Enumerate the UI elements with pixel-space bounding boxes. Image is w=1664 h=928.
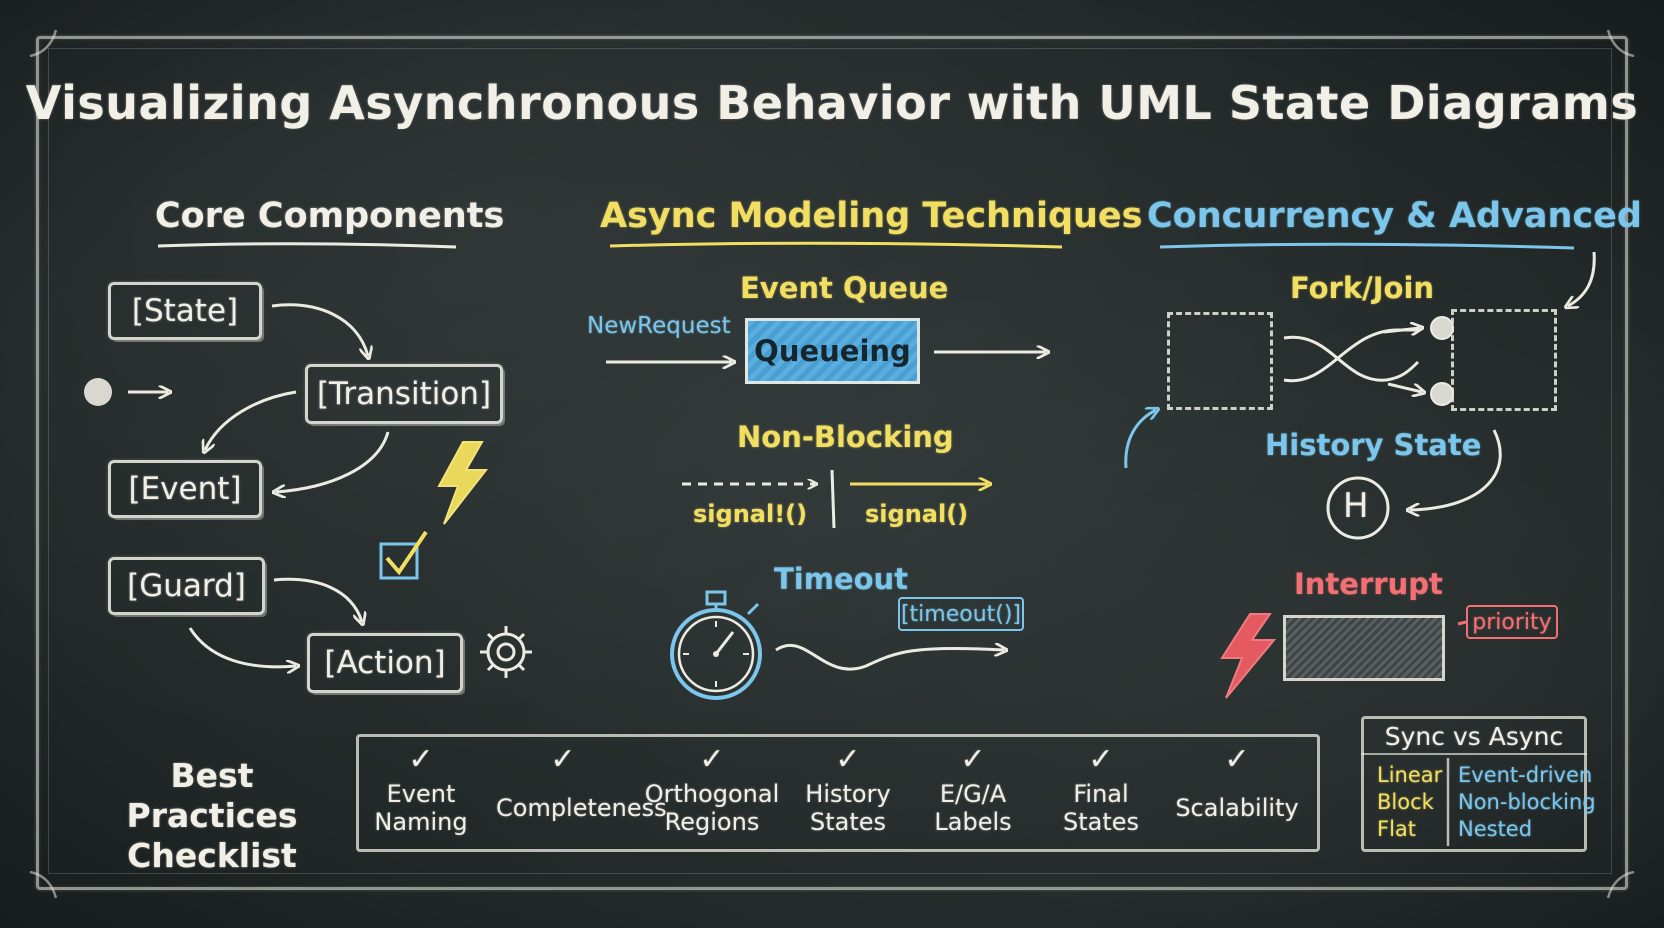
sync-item: Block	[1377, 790, 1434, 814]
corner-curve-arrow	[1568, 251, 1596, 306]
queueing-box: Queueing	[745, 318, 920, 384]
async-item: Non-blocking	[1458, 790, 1596, 814]
async-column: Event-driven Non-blocking Nested	[1458, 762, 1596, 843]
async-item: Event-driven	[1458, 763, 1593, 787]
corner-flourishes	[29, 29, 1635, 899]
history-h-symbol: H	[1343, 486, 1369, 526]
event-box: [Event]	[108, 460, 262, 518]
lightning-icon	[437, 441, 489, 525]
checklist-item: ✓ E/G/A Labels	[903, 740, 1043, 836]
async-heading-underline	[609, 241, 1063, 249]
transition-to-event-arrow-1	[205, 390, 297, 450]
fork-node-bottom	[1430, 382, 1454, 406]
checklist-item-label: Final States	[1062, 780, 1140, 836]
event-queue-label: Event Queue	[740, 271, 949, 305]
corner-flourish	[1606, 29, 1635, 58]
guard-to-action-arrow-2	[188, 627, 296, 667]
fork-node-top	[1430, 316, 1454, 340]
history-return-arrow	[1410, 429, 1502, 510]
gear-icon	[480, 626, 532, 678]
chalk-frame-inner	[48, 48, 1612, 874]
fork-line-1	[1283, 335, 1420, 382]
history-state-label: History State	[1265, 428, 1482, 462]
transition-to-event-arrow-2	[276, 431, 390, 492]
check-icon: ✓	[1224, 742, 1250, 777]
checkbox-icon	[379, 542, 419, 580]
checklist-item: ✓ Scalability	[1167, 740, 1307, 822]
sync-item: Flat	[1377, 817, 1417, 841]
interrupt-region	[1283, 615, 1445, 681]
sync-item: Linear	[1377, 763, 1443, 787]
history-state-circle	[1326, 476, 1390, 540]
corner-flourish	[29, 29, 58, 58]
guard-to-action-arrow-1	[273, 577, 362, 622]
check-icon: ✓	[960, 742, 986, 777]
timeout-arrow	[775, 645, 1004, 671]
page-title: Visualizing Asynchronous Behavior with U…	[25, 76, 1639, 130]
state-box: [State]	[108, 282, 262, 340]
new-request-label: NewRequest	[587, 313, 731, 339]
corner-flourish	[1606, 870, 1635, 899]
core-heading-underline	[157, 242, 457, 249]
checklist-heading: Best Practices Checklist	[126, 756, 298, 875]
check-icon: ✓	[550, 742, 576, 777]
fork-region-left	[1167, 312, 1273, 410]
chalk-frame	[36, 36, 1628, 890]
concurrency-heading: Concurrency & Advanced	[1147, 196, 1642, 236]
checklist-item-label: E/G/A Labels	[934, 780, 1012, 836]
timeout-tag: [timeout()]	[898, 597, 1024, 631]
action-box: [Action]	[307, 633, 463, 693]
checklist-item-label: History States	[805, 780, 891, 836]
state-to-transition-arrow	[271, 303, 368, 356]
right-signal-label: signal()	[865, 500, 969, 528]
checklist-item: ✓ Event Naming	[351, 740, 491, 836]
checkmark-icon	[385, 530, 428, 576]
transition-box: [Transition]	[305, 364, 503, 424]
priority-tag-pointer	[1457, 620, 1467, 626]
check-icon: ✓	[699, 742, 725, 777]
sync-vs-async-heading: Sync vs Async	[1384, 722, 1564, 751]
checklist-box	[356, 734, 1320, 852]
corner-flourish	[29, 870, 58, 899]
initial-state-dot	[84, 378, 112, 406]
checklist-item-label: Orthogonal Regions	[644, 780, 780, 836]
checklist-item-label: Scalability	[1175, 794, 1299, 822]
async-techniques-heading: Async Modeling Techniques	[600, 196, 1143, 236]
check-icon: ✓	[835, 742, 861, 777]
guard-box: [Guard]	[108, 557, 265, 615]
checklist-item-label: Event Naming	[374, 780, 468, 836]
left-signal-label: signal!()	[693, 500, 808, 528]
fork-join-label: Fork/Join	[1290, 271, 1435, 305]
fork-arrow-top	[1383, 328, 1420, 332]
concurrency-heading-underline	[1159, 242, 1575, 250]
non-blocking-divider	[830, 469, 836, 529]
core-components-heading: Core Components	[155, 196, 505, 236]
blue-curve-arrow	[1124, 410, 1156, 469]
fork-region-right	[1451, 309, 1557, 411]
interrupt-lightning-icon	[1220, 613, 1277, 699]
checklist-item: ✓ Final States	[1031, 740, 1171, 836]
non-blocking-label: Non-Blocking	[737, 420, 954, 454]
sync-column: Linear Block Flat	[1377, 762, 1442, 843]
stopwatch-icon	[670, 590, 762, 700]
sync-vs-async-box	[1361, 716, 1587, 852]
check-icon: ✓	[1088, 742, 1114, 777]
checklist-item: ✓ Orthogonal Regions	[642, 740, 782, 836]
priority-tag: priority	[1466, 605, 1558, 639]
fork-arrow-bottom	[1387, 382, 1422, 392]
timeout-label: Timeout	[774, 562, 909, 596]
interrupt-label: Interrupt	[1294, 567, 1443, 601]
checklist-item: ✓ History States	[778, 740, 918, 836]
check-icon: ✓	[408, 742, 434, 777]
async-item: Nested	[1458, 817, 1533, 841]
